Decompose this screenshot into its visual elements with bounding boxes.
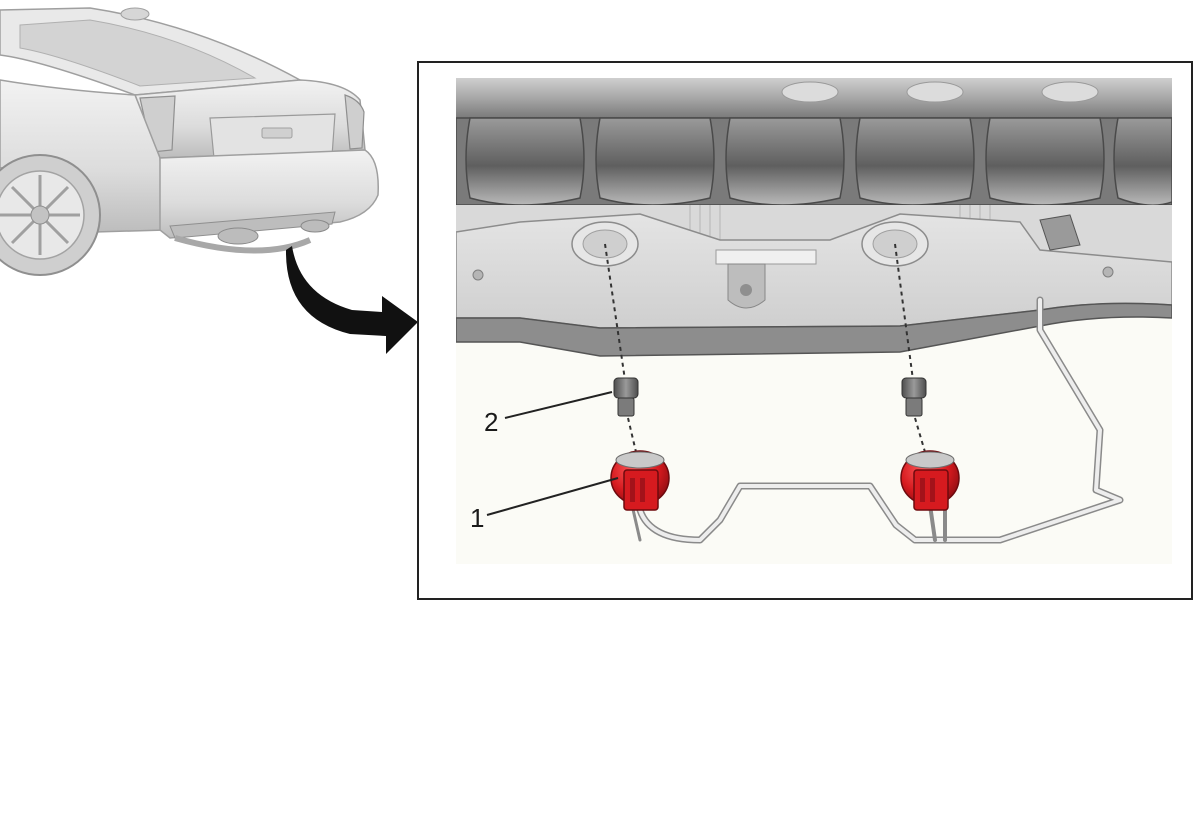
callout-1-label: 1 — [470, 503, 484, 533]
connector-left — [610, 450, 670, 511]
detail-view: 2 1 — [456, 78, 1172, 564]
connector-right — [900, 450, 960, 511]
callout-1-leader — [486, 477, 619, 516]
bumper-reinforcement — [456, 117, 1172, 206]
callout-2-leader — [504, 391, 613, 419]
callout-2-label: 2 — [484, 407, 498, 437]
bulb-socket-left — [613, 377, 639, 417]
vehicle-rear-view — [0, 7, 379, 276]
location-arrow — [285, 246, 418, 354]
bulb-socket-right — [901, 377, 927, 417]
wiring-harness — [630, 296, 1124, 544]
